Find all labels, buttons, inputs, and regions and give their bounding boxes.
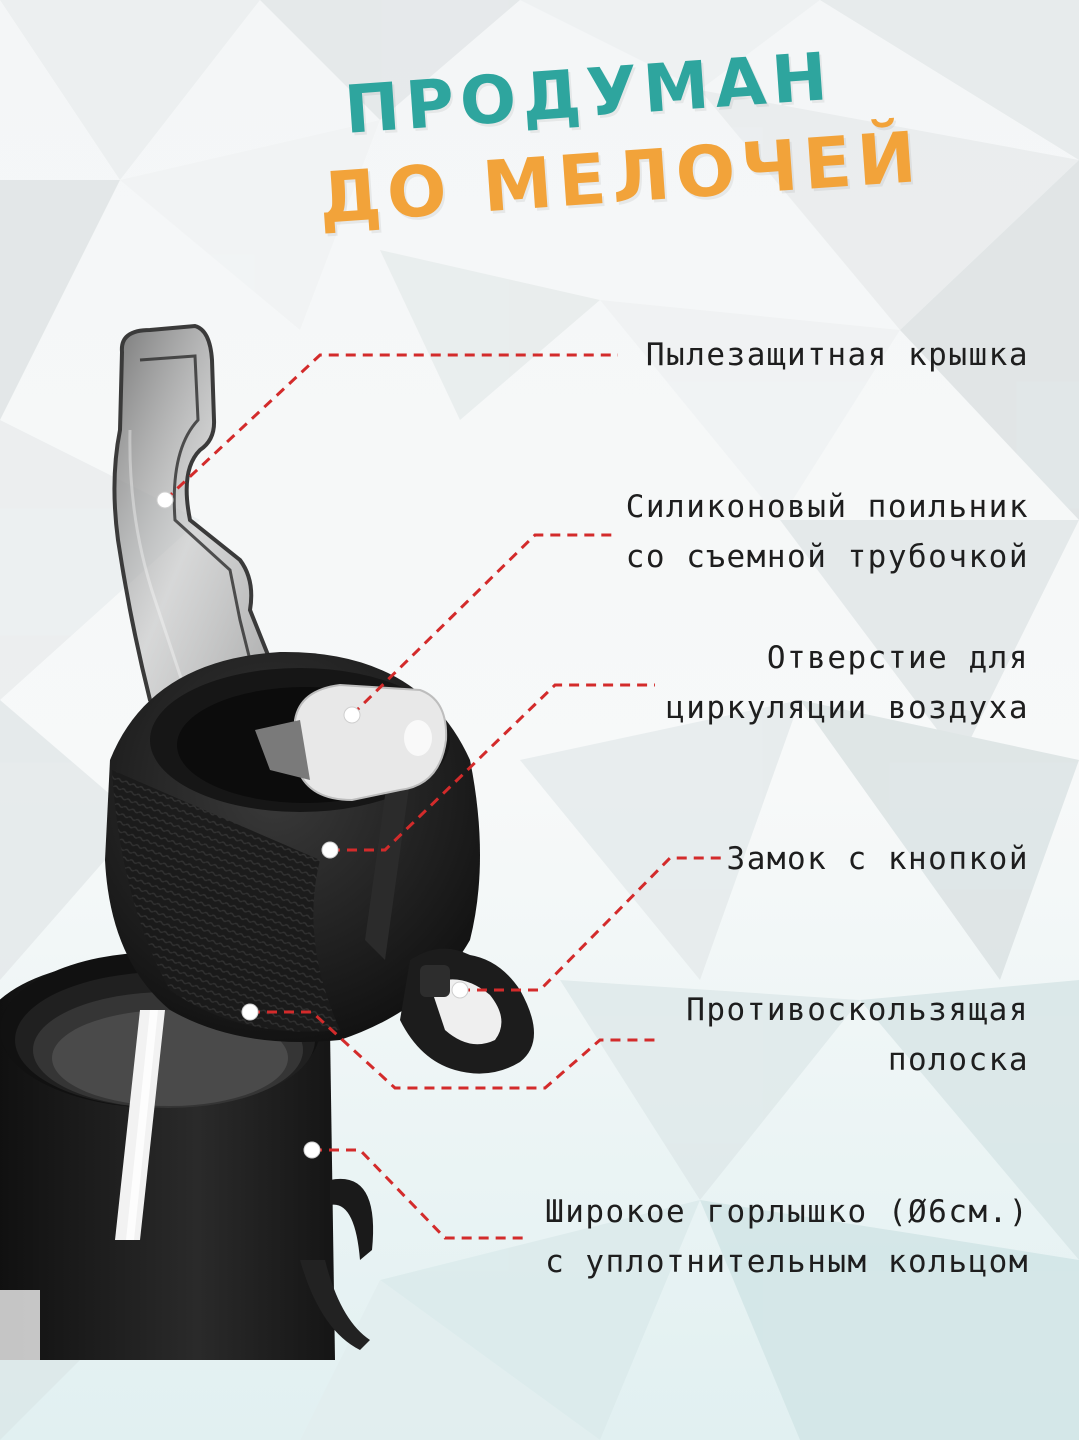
callout-silicone-spout-line-1: Силиконовый поильник — [625, 489, 1029, 525]
callout-wide-neck: Широкое горлышко (Ø6см.) с уплотнительны… — [545, 1187, 1029, 1287]
callout-wide-neck-line-2: с уплотнительным кольцом — [545, 1244, 1029, 1280]
callout-silicone-spout-line-2: со съемной трубочкой — [625, 539, 1029, 575]
callout-button-lock-line-1: Замок с кнопкой — [726, 841, 1029, 877]
callout-silicone-spout: Силиконовый поильник со съемной трубочко… — [626, 482, 1029, 582]
callout-air-vent-line-2: циркуляции воздуха — [666, 690, 1029, 726]
callout-button-lock: Замок с кнопкой — [727, 834, 1029, 884]
callout-air-vent-line-1: Отверстие для — [766, 640, 1029, 676]
callout-anti-slip-strip-line-2: полоска — [887, 1042, 1029, 1078]
callout-wide-neck-line-1: Широкое горлышко (Ø6см.) — [545, 1194, 1029, 1230]
callout-dust-cover: Пылезащитная крышка — [646, 330, 1029, 380]
callout-dust-cover-line-1: Пылезащитная крышка — [645, 337, 1029, 373]
callout-anti-slip-strip: Противоскользящая полоска — [686, 985, 1029, 1085]
callout-air-vent: Отверстие для циркуляции воздуха — [666, 633, 1029, 733]
callout-anti-slip-strip-line-1: Противоскользящая — [686, 992, 1029, 1028]
